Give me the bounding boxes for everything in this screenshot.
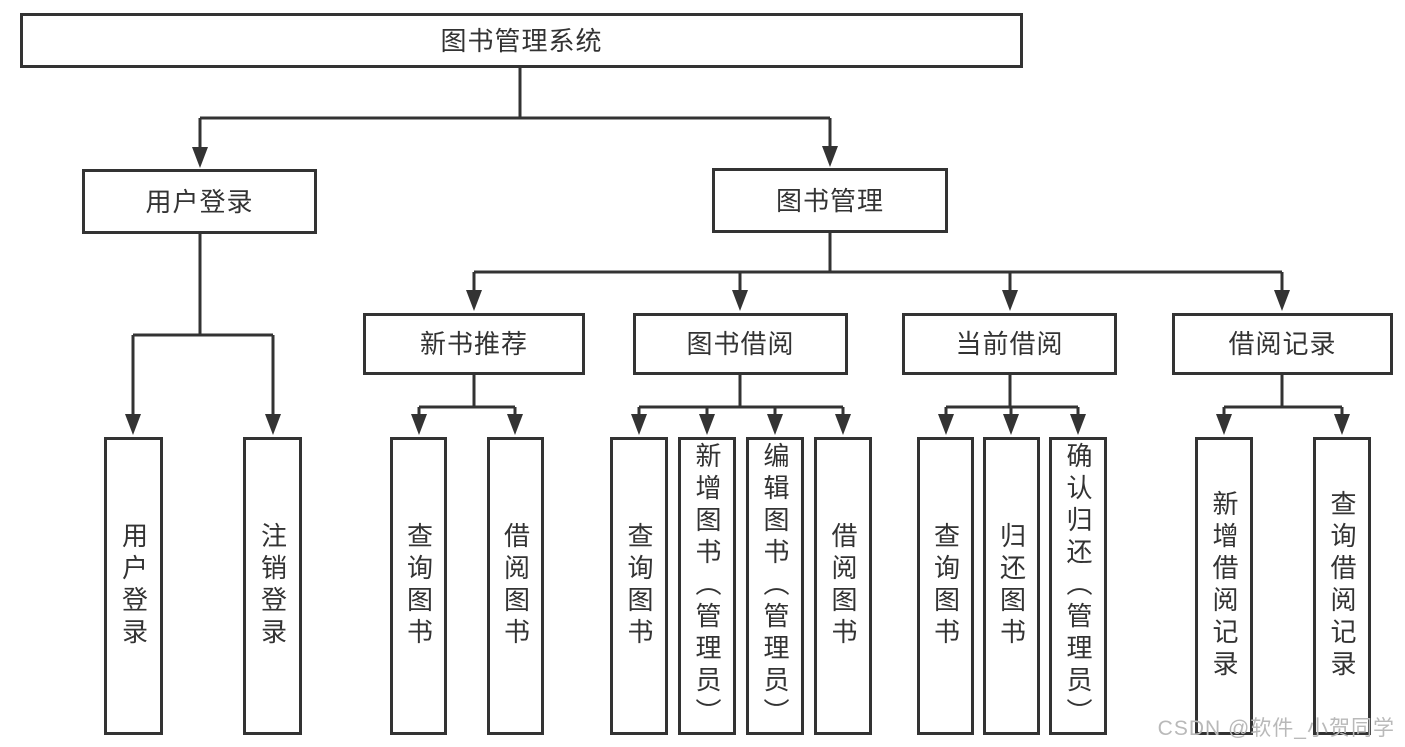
node-root: 图书管理系统	[20, 13, 1023, 68]
node-book-borrowing-label: 图书借阅	[686, 329, 795, 359]
leaf-query-books-3: 查询图书	[917, 437, 974, 735]
leaf-query-borrow-record-label: 查询借阅记录	[1327, 490, 1357, 682]
leaf-query-books-3-label: 查询图书	[930, 522, 961, 650]
node-book-borrowing: 图书借阅	[633, 313, 848, 375]
connector-segments	[131, 68, 1344, 414]
leaf-add-borrow-record: 新增借阅记录	[1195, 437, 1253, 735]
node-borrowing-records: 借阅记录	[1172, 313, 1393, 375]
watermark-text: CSDN @软件_小贺同学	[1157, 717, 1395, 740]
leaf-borrow-books-1-label: 借阅图书	[500, 522, 531, 650]
node-root-label: 图书管理系统	[440, 25, 603, 56]
leaf-add-books-admin: 新增图书（管理员）	[678, 437, 736, 735]
leaf-return-books-label: 归还图书	[996, 522, 1027, 650]
leaf-query-books-2: 查询图书	[610, 437, 668, 735]
leaf-add-borrow-record-label: 新增借阅记录	[1209, 490, 1239, 682]
leaf-borrow-books-2-label: 借阅图书	[828, 522, 858, 650]
leaf-user-login: 用户登录	[104, 437, 163, 735]
leaf-add-books-admin-label: 新增图书（管理员）	[692, 442, 722, 730]
leaf-query-books-1-label: 查询图书	[403, 522, 434, 650]
node-user-login: 用户登录	[82, 169, 317, 234]
node-book-management: 图书管理	[712, 168, 948, 233]
leaf-edit-books-admin-label: 编辑图书（管理员）	[760, 442, 790, 730]
node-current-borrowing-label: 当前借阅	[955, 329, 1064, 359]
leaf-logout-label: 注销登录	[257, 522, 288, 650]
leaf-user-login-label: 用户登录	[118, 522, 149, 650]
node-user-login-label: 用户登录	[145, 186, 254, 217]
leaf-query-books-1: 查询图书	[390, 437, 447, 735]
leaf-logout: 注销登录	[243, 437, 302, 735]
leaf-confirm-return-admin-label: 确认归还（管理员）	[1063, 442, 1093, 730]
leaf-borrow-books-2: 借阅图书	[814, 437, 872, 735]
node-current-borrowing: 当前借阅	[902, 313, 1117, 375]
node-new-book-recommend-label: 新书推荐	[419, 329, 528, 359]
node-borrowing-records-label: 借阅记录	[1228, 329, 1337, 359]
arrowheads	[125, 146, 1350, 435]
node-book-management-label: 图书管理	[775, 185, 884, 216]
leaf-edit-books-admin: 编辑图书（管理员）	[746, 437, 804, 735]
leaf-query-books-2-label: 查询图书	[624, 522, 654, 650]
leaf-confirm-return-admin: 确认归还（管理员）	[1049, 437, 1107, 735]
leaf-query-borrow-record: 查询借阅记录	[1313, 437, 1371, 735]
node-new-book-recommend: 新书推荐	[363, 313, 585, 375]
leaf-borrow-books-1: 借阅图书	[487, 437, 544, 735]
leaf-return-books: 归还图书	[983, 437, 1040, 735]
